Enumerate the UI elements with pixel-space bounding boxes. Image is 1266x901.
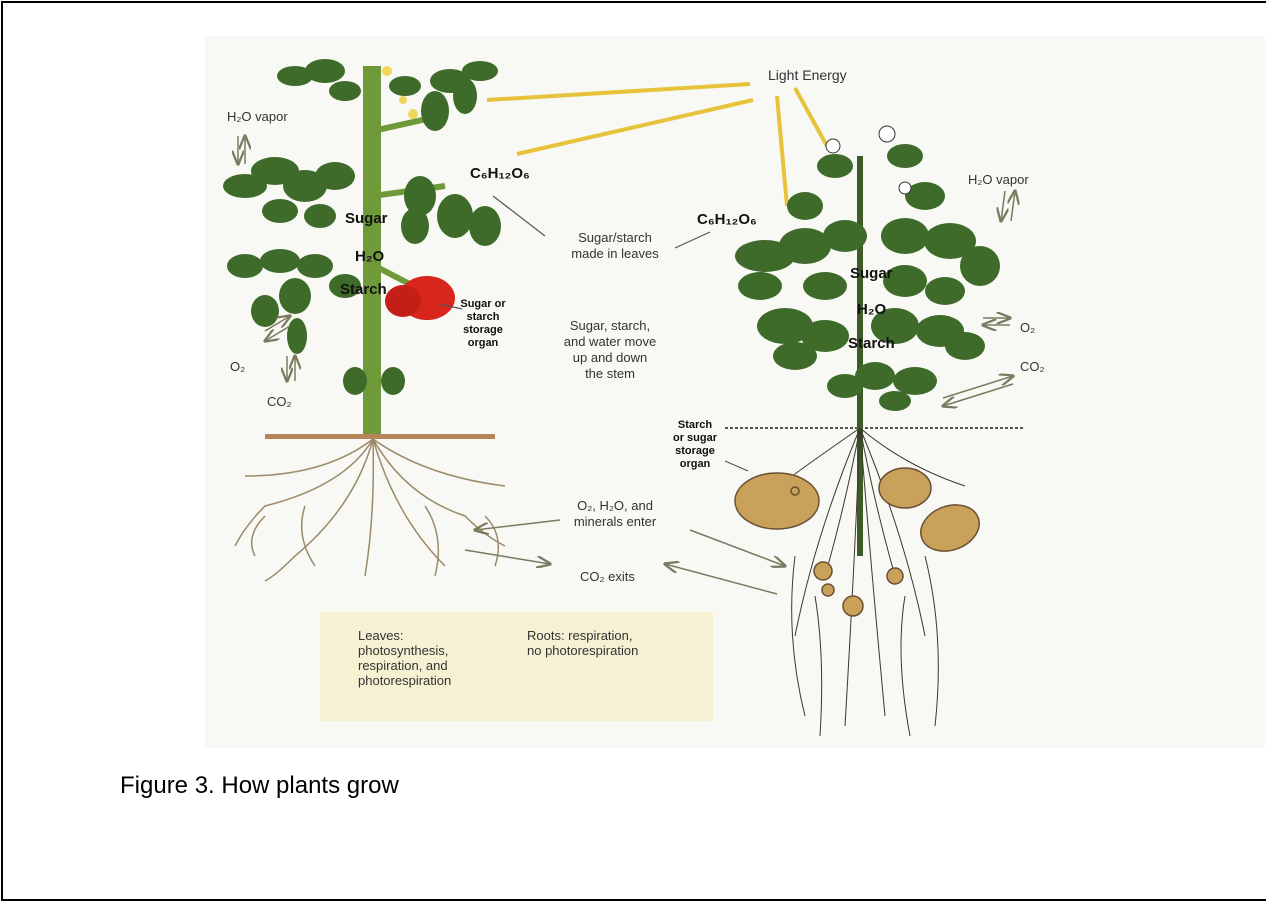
label-o2-left: O₂ xyxy=(230,359,245,374)
label-sugar-left: Sugar xyxy=(345,210,388,227)
label-glucose-right: C₆H₁₂O₆ xyxy=(697,211,757,228)
label-light-energy: Light Energy xyxy=(768,67,847,83)
light-rays xyxy=(487,84,827,206)
label-co2-exits: CO₂ exits xyxy=(580,569,635,584)
notes-box: Leaves: photosynthesis, respiration, and… xyxy=(320,612,713,721)
label-h2o-vapor-right: H₂O vapor xyxy=(968,172,1029,187)
label-water-right: H₂O xyxy=(857,301,886,318)
note-roots: Roots: respiration, no photorespiration xyxy=(527,628,707,658)
label-starch-right: Starch xyxy=(848,335,895,352)
label-move-stem: Sugar, starch, and water move up and dow… xyxy=(545,318,675,382)
label-sugar-right: Sugar xyxy=(850,265,893,282)
tomato-roots xyxy=(235,439,505,581)
figure-caption: Figure 3. How plants grow xyxy=(120,772,399,800)
label-co2-left: CO₂ xyxy=(267,394,292,409)
label-enter: O₂, H₂O, and minerals enter xyxy=(550,498,680,530)
label-storage-right: Starch or sugar storage organ xyxy=(665,419,725,471)
potato-plant xyxy=(725,126,1025,736)
potato-roots xyxy=(765,428,965,736)
note-leaves: Leaves: photosynthesis, respiration, and… xyxy=(358,628,508,688)
label-co2-right: CO₂ xyxy=(1020,359,1045,374)
label-sugar-starch-made: Sugar/starch made in leaves xyxy=(550,230,680,262)
label-water-left: H₂O xyxy=(355,248,384,265)
label-glucose-left: C₆H₁₂O₆ xyxy=(470,165,530,182)
label-storage-left: Sugar or starch storage organ xyxy=(457,298,509,350)
label-starch-left: Starch xyxy=(340,281,387,298)
label-h2o-vapor-left: H₂O vapor xyxy=(227,109,288,124)
label-o2-right: O₂ xyxy=(1020,320,1035,335)
